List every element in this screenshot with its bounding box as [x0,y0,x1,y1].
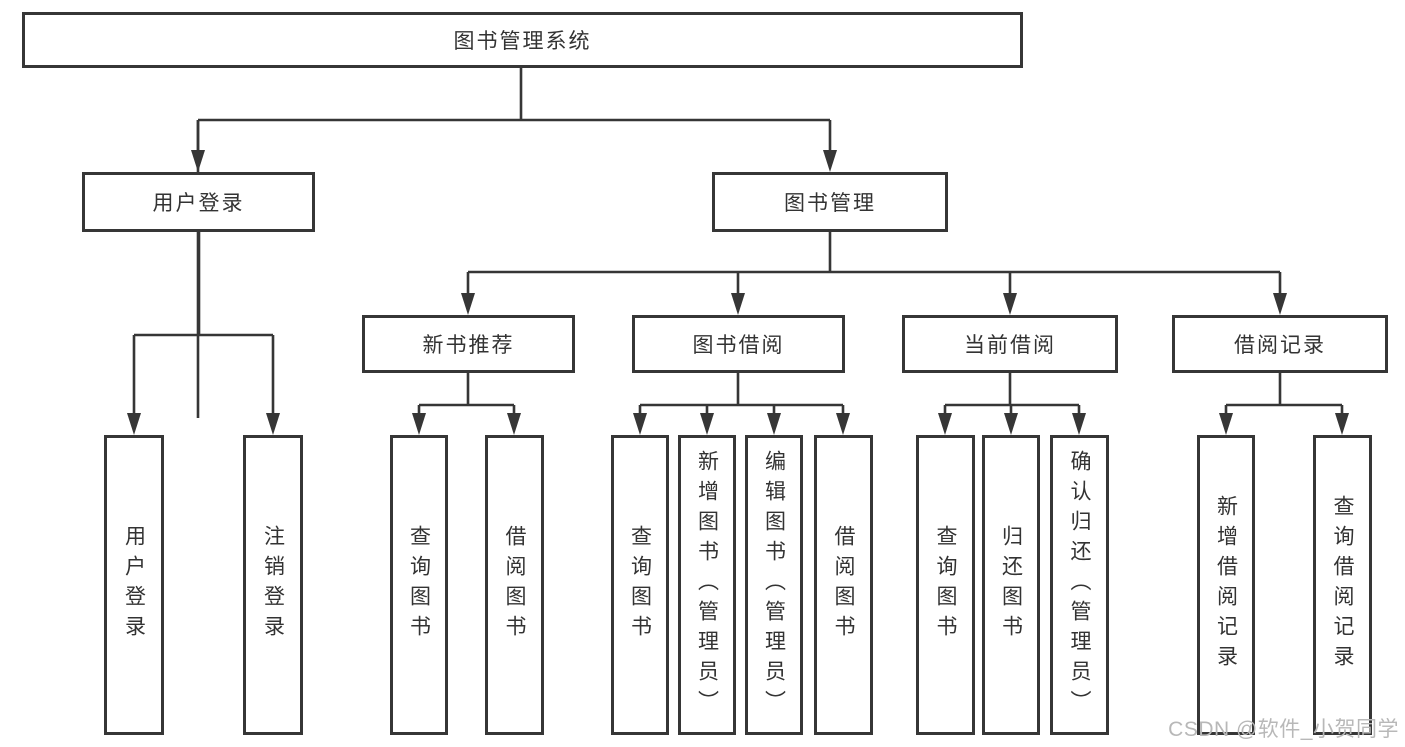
node-leaf-query-book-2: 查询图书 [611,435,669,735]
arrow-down-icon [700,413,714,435]
node-leaf-query-record: 查询借阅记录 [1313,435,1372,735]
node-leaf-add-book: 新增图书（管理员） [678,435,736,735]
node-book-management: 图书管理 [712,172,948,232]
node-book-borrow-label: 图书借阅 [692,334,785,357]
node-leaf-logout-label: 注销登录 [261,525,285,645]
arrow-down-icon [1003,293,1017,315]
node-root-label: 图书管理系统 [453,30,592,53]
node-leaf-borrow-book-1-label: 借阅图书 [503,525,526,645]
arrow-down-icon [1219,413,1233,435]
node-leaf-borrow-book-2: 借阅图书 [814,435,873,735]
connector-userlogin-branch [132,232,275,420]
arrow-down-icon [412,413,426,435]
node-leaf-borrow-book-1: 借阅图书 [485,435,544,735]
node-leaf-query-book-3-label: 查询图书 [934,525,957,645]
arrow-down-icon [266,413,280,435]
node-new-book-recommend: 新书推荐 [362,315,575,373]
arrow-down-icon [127,413,141,435]
arrow-down-icon [1072,413,1086,435]
arrow-down-icon [938,413,952,435]
node-borrow-records: 借阅记录 [1172,315,1388,373]
node-leaf-query-book-3: 查询图书 [916,435,975,735]
node-leaf-query-book-1: 查询图书 [390,435,448,735]
node-borrow-records-label: 借阅记录 [1234,334,1326,357]
arrow-down-icon [731,293,745,315]
node-leaf-confirm-return: 确认归还（管理员） [1050,435,1109,735]
node-current-borrow-label: 当前借阅 [964,334,1056,357]
node-leaf-return-book-label: 归还图书 [999,525,1023,645]
node-new-book-recommend-label: 新书推荐 [422,334,515,357]
node-leaf-add-record-label: 新增借阅记录 [1214,495,1238,675]
arrow-down-icon [767,413,781,435]
connector-bookborrow-branch [638,373,845,420]
node-leaf-query-record-label: 查询借阅记录 [1331,495,1354,675]
connector-bookmgmt-branch [466,232,1282,300]
node-book-borrow: 图书借阅 [632,315,845,373]
arrow-down-icon [1004,413,1018,435]
node-leaf-return-book: 归还图书 [982,435,1040,735]
node-leaf-edit-book: 编辑图书（管理员） [745,435,803,735]
node-leaf-query-book-2-label: 查询图书 [628,525,652,645]
node-leaf-add-book-label: 新增图书（管理员） [695,450,719,720]
node-leaf-confirm-return-label: 确认归还（管理员） [1068,450,1091,720]
arrow-down-icon [1335,413,1349,435]
node-leaf-edit-book-label: 编辑图书（管理员） [762,450,786,720]
watermark: CSDN @软件_小贺同学 [1168,718,1399,741]
node-leaf-user-login-label: 用户登录 [122,525,146,645]
arrow-down-icon [461,293,475,315]
node-book-management-label: 图书管理 [784,192,876,215]
node-current-borrow: 当前借阅 [902,315,1118,373]
node-user-login: 用户登录 [82,172,315,232]
arrow-down-icon [836,413,850,435]
node-user-login-label: 用户登录 [152,192,245,215]
arrow-down-icon [633,413,647,435]
node-leaf-query-book-1-label: 查询图书 [407,525,431,645]
arrow-down-icon [1273,293,1287,315]
connector-currentborrow-branch [943,373,1081,420]
node-leaf-logout: 注销登录 [243,435,303,735]
node-leaf-user-login: 用户登录 [104,435,164,735]
node-root: 图书管理系统 [22,12,1023,68]
connector-root-to-level2 [196,68,832,418]
node-leaf-borrow-book-2-label: 借阅图书 [832,525,855,645]
arrow-down-icon [191,150,205,172]
arrow-down-icon [507,413,521,435]
connector-borrowrecords-branch [1224,373,1344,420]
node-leaf-add-record: 新增借阅记录 [1197,435,1255,735]
arrow-down-icon [823,150,837,172]
connector-newbookrec-branch [417,373,516,420]
